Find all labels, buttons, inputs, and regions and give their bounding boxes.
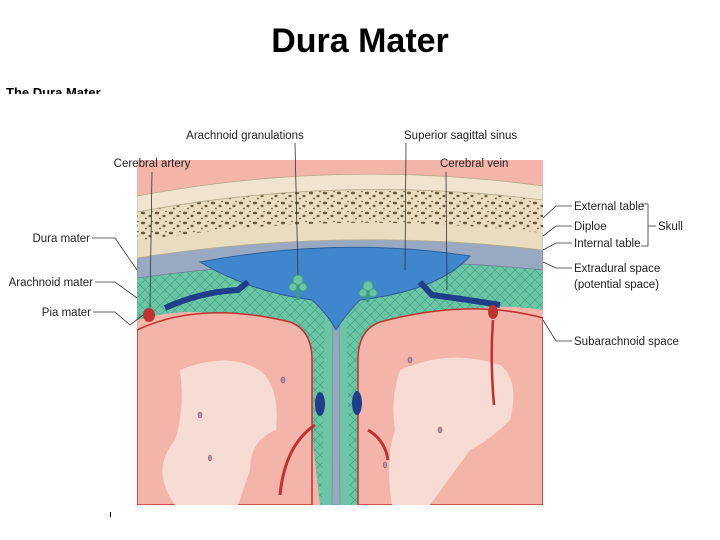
left-sulcus-vessel <box>278 423 316 496</box>
diagram-panel <box>137 160 543 505</box>
label-diploe: Diploe <box>574 221 607 233</box>
label-arachnoid-granulations: Arachnoid granulations <box>186 130 304 142</box>
label-cerebral-artery: Cerebral artery <box>114 158 191 170</box>
capillary-marks <box>197 356 443 469</box>
label-cerebral-vein: Cerebral vein <box>440 158 508 170</box>
stray-mark <box>110 512 111 517</box>
cerebral-vein-left <box>163 279 250 311</box>
label-external-table: External table <box>574 201 644 213</box>
penetrating-artery <box>490 319 496 406</box>
label-extradural-space: Extradural space <box>574 263 660 275</box>
cut-off-caption: The Dura Mater <box>6 86 101 94</box>
right-white-matter <box>389 357 514 505</box>
deep-vein-left <box>315 392 325 416</box>
label-arachnoid-mater: Arachnoid mater <box>9 277 94 289</box>
arachnoid-granulation-right <box>358 280 378 302</box>
superior-sagittal-sinus <box>198 246 471 332</box>
slide-title: Dura Mater <box>271 22 449 60</box>
label-internal-table: Internal table <box>574 238 641 250</box>
cerebral-vein-right <box>417 279 501 308</box>
label-subarachnoid-space: Subarachnoid space <box>574 336 679 348</box>
cerebral-artery-right <box>488 305 498 319</box>
leader-lines <box>92 142 656 342</box>
right-sulcus-vessel <box>367 428 390 461</box>
deep-vein-right <box>352 391 362 415</box>
left-white-matter <box>162 360 277 505</box>
label-dura-mater: Dura mater <box>32 233 90 245</box>
cerebral-artery-cross-section <box>143 308 155 322</box>
arachnoid-granulation-left <box>288 274 308 300</box>
external-table <box>137 173 543 213</box>
label-skull: Skull <box>658 221 683 233</box>
label-pia-mater: Pia mater <box>42 307 91 319</box>
diploe <box>137 187 543 241</box>
label-extradural-space-note: (potential space) <box>574 279 659 291</box>
label-superior-sagittal-sinus: Superior sagittal sinus <box>404 130 517 142</box>
